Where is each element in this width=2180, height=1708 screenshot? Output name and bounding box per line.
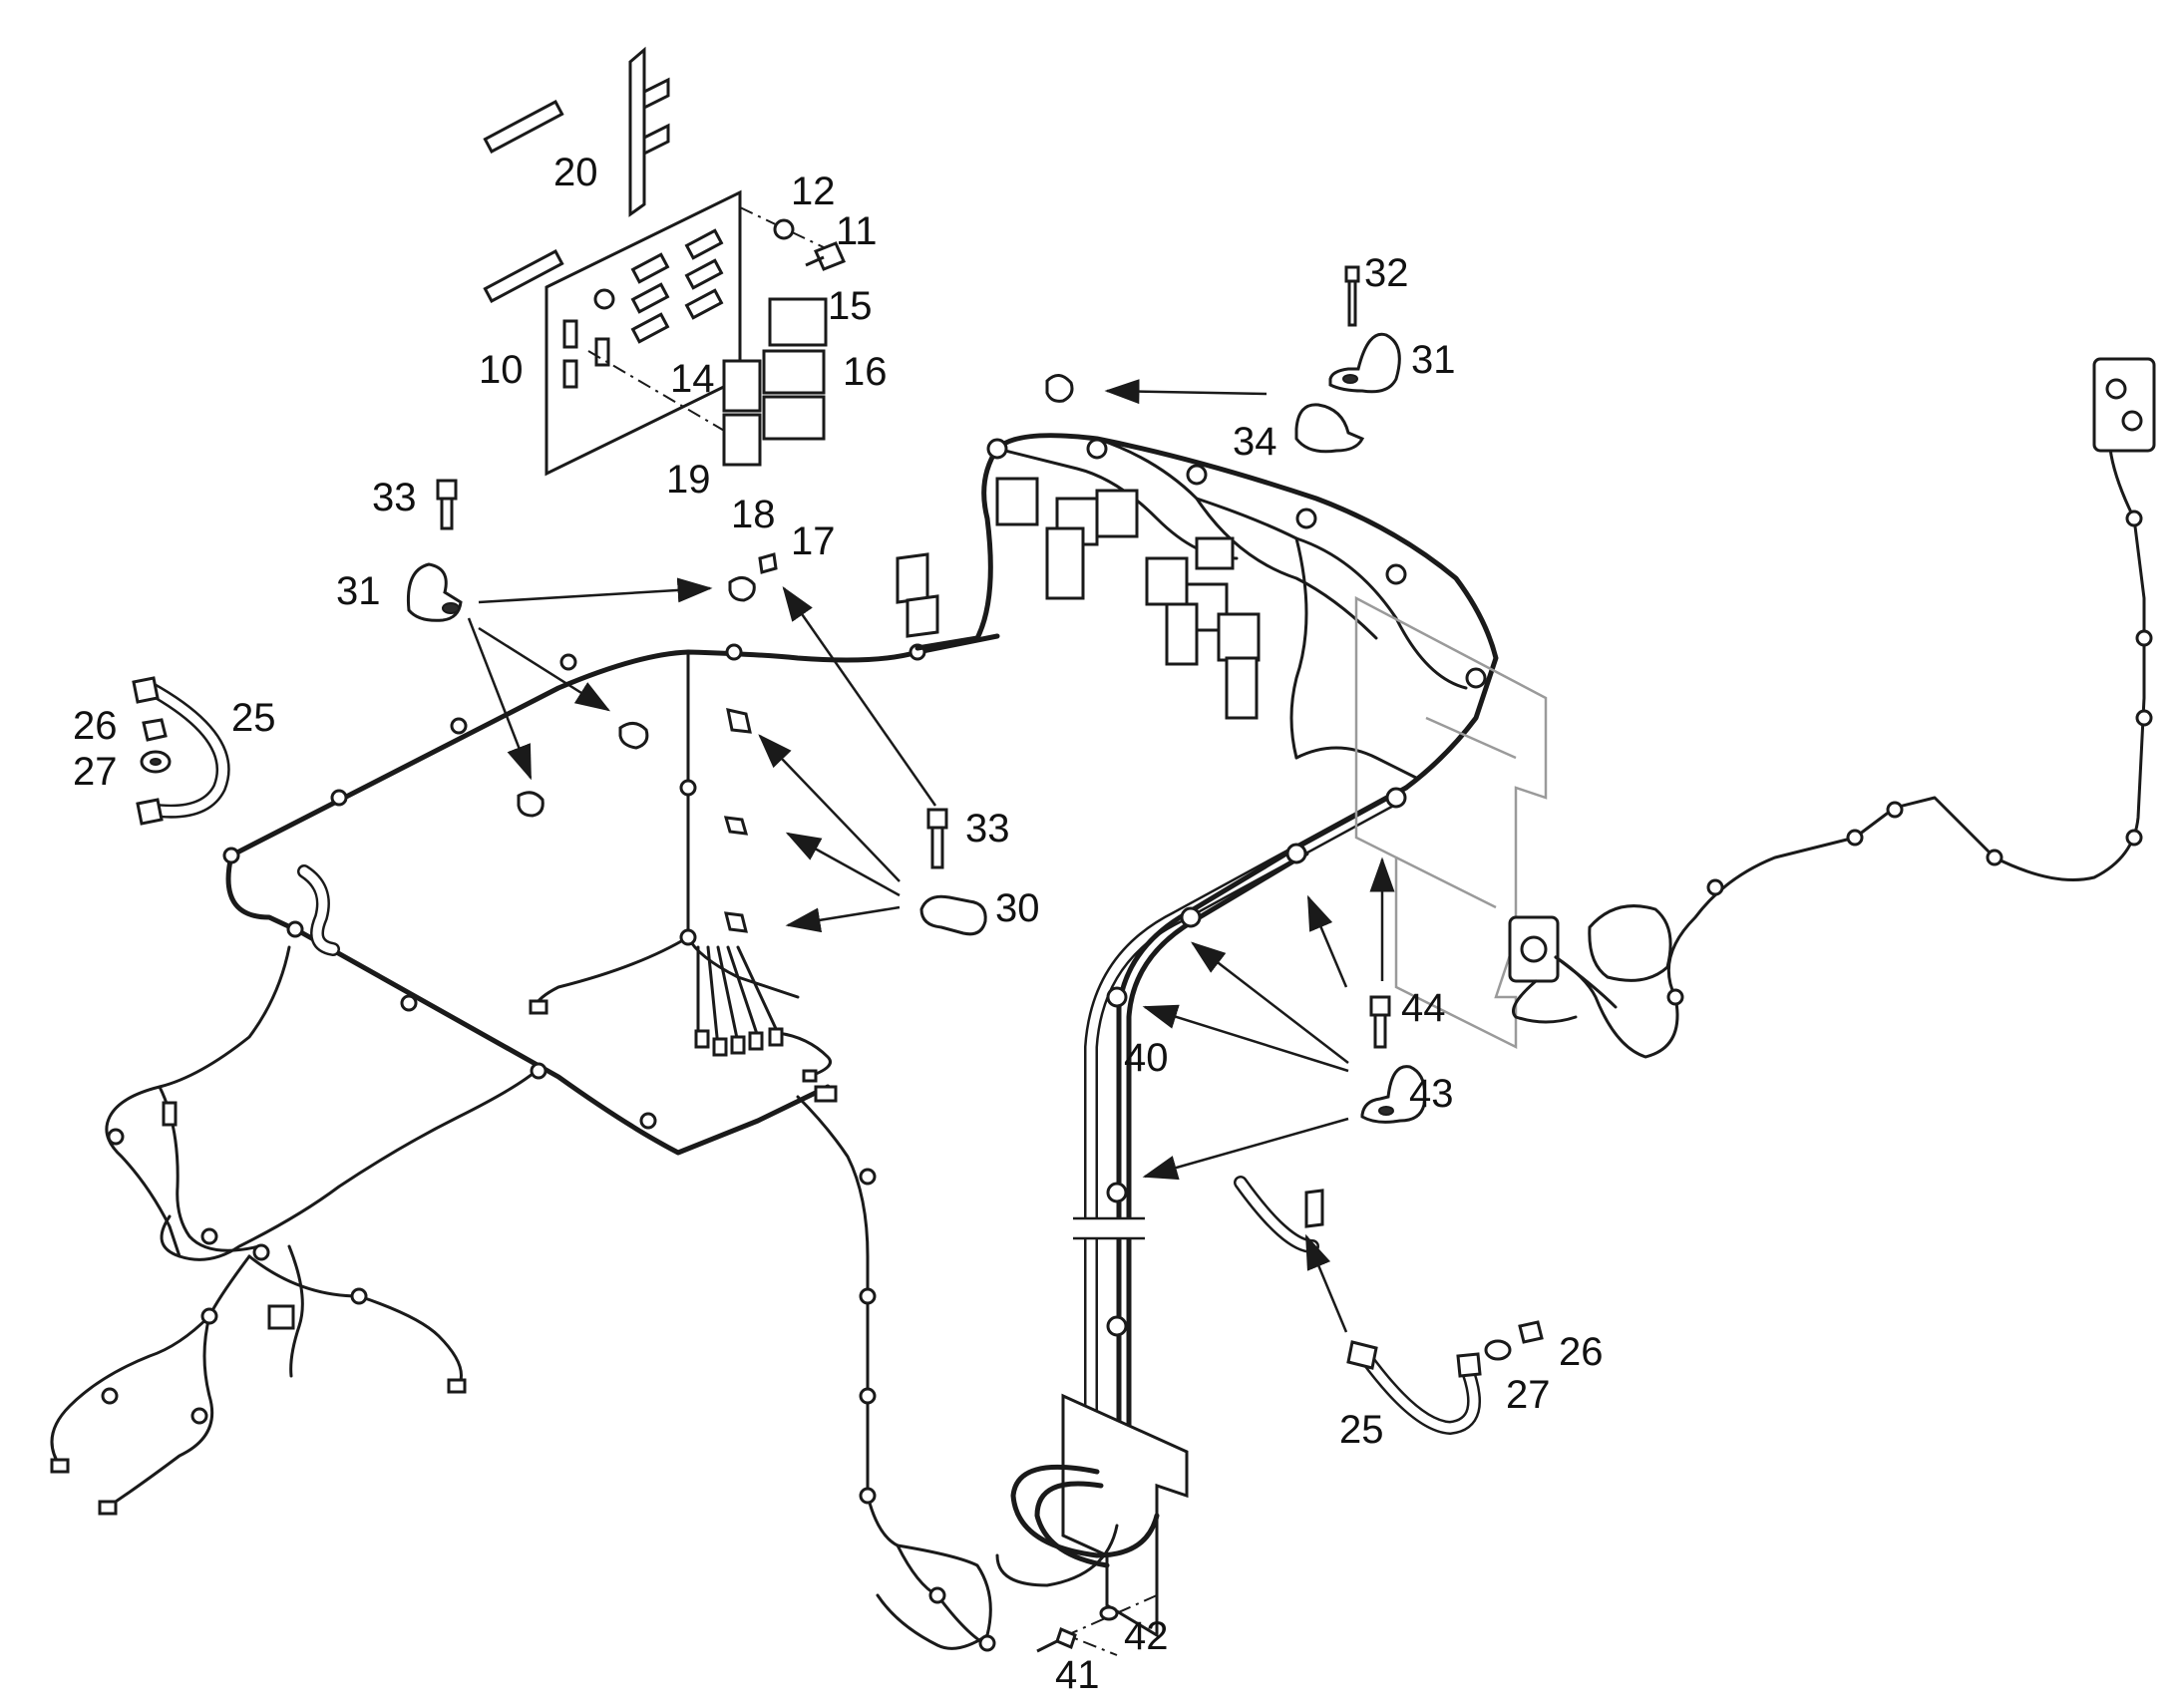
- clamp-43: [1360, 1065, 1427, 1124]
- clamp-30: [919, 894, 987, 936]
- gasket-strip-top: [483, 100, 564, 154]
- screw-33b: [926, 808, 948, 869]
- clip-c3: [724, 911, 748, 933]
- screw-33a: [436, 479, 458, 530]
- callout-c18: 18: [731, 493, 776, 536]
- clip-c4: [618, 722, 649, 750]
- clamp-31-upper: [1328, 332, 1401, 394]
- panel-cutouts: [562, 228, 724, 389]
- clip-small-top: [1045, 374, 1074, 403]
- clip-18: [728, 576, 756, 602]
- cover-16a: [762, 349, 826, 395]
- callout-c12: 12: [791, 170, 836, 213]
- callout-c33a: 33: [372, 476, 417, 519]
- callout-c26a: 26: [73, 704, 118, 748]
- callout-c10: 10: [479, 348, 524, 392]
- remote-box: [2092, 357, 2156, 453]
- clamp-set-left: [406, 479, 778, 622]
- callout-c11: 11: [836, 209, 878, 253]
- callout-c26b: 26: [1559, 1330, 1604, 1374]
- gasket-frame-e: [628, 46, 670, 217]
- clip-17: [758, 552, 778, 574]
- callout-c32: 32: [1364, 251, 1409, 295]
- cover-19: [722, 413, 762, 467]
- cover-15: [768, 297, 828, 347]
- screw-44: [1369, 995, 1391, 1049]
- cover-14: [722, 359, 762, 413]
- callout-c27b: 27: [1506, 1373, 1551, 1417]
- callout-c19: 19: [666, 458, 711, 502]
- electrical-panel-group: [483, 46, 847, 477]
- screw-32: [1344, 265, 1360, 327]
- cover-16b: [762, 395, 826, 441]
- leader-arrows: [467, 379, 1395, 1333]
- clamp-set-right: [1360, 995, 1427, 1124]
- callout-c15: 15: [828, 284, 873, 328]
- callout-c16: 16: [843, 350, 888, 394]
- battery-cable-left: [132, 676, 230, 826]
- callout-c33b: 33: [965, 807, 1010, 851]
- harness-main-40: [896, 433, 1499, 1656]
- screw-41: [1036, 1626, 1077, 1653]
- horn: [1588, 904, 1672, 982]
- harness-left-clips: [101, 643, 996, 1652]
- callout-c31b: 31: [336, 569, 381, 613]
- nut-26-left: [142, 718, 168, 742]
- clamp-34: [1294, 403, 1365, 454]
- callout-c34: 34: [1233, 420, 1277, 464]
- callout-c44: 44: [1401, 986, 1446, 1030]
- callout-c20: 20: [553, 151, 598, 194]
- callout-c30: 30: [995, 886, 1040, 930]
- right-bracket-assembly: [1354, 357, 2156, 1059]
- callout-c31a: 31: [1411, 338, 1456, 382]
- harness-left-connectors: [50, 999, 838, 1516]
- right-wire-clips: [1666, 510, 2153, 1006]
- screw-11: [805, 241, 847, 271]
- callout-c14: 14: [670, 357, 715, 401]
- clip-c5: [517, 791, 545, 818]
- callout-c25a: 25: [231, 696, 276, 740]
- lower-bracket: [1061, 1393, 1189, 1638]
- callout-c27a: 27: [73, 750, 118, 794]
- clip-c2: [723, 816, 749, 836]
- washer-27-right: [1484, 1339, 1512, 1361]
- callout-c17: 17: [791, 519, 836, 563]
- washer-42: [1099, 1605, 1119, 1621]
- clamp-set-middle: [517, 708, 987, 936]
- callout-c42: 42: [1124, 1614, 1169, 1658]
- relay-block-group: [896, 477, 1261, 720]
- battery-cable-right: [1346, 1320, 1544, 1435]
- callout-c41: 41: [1055, 1653, 1100, 1697]
- callout-c40: 40: [1124, 1036, 1169, 1080]
- gasket-strip-lower: [483, 249, 564, 303]
- callout-c25b: 25: [1339, 1408, 1384, 1452]
- cable-small-center: [1234, 1176, 1324, 1253]
- clamp-set-upper-right: [1045, 265, 1401, 454]
- harness-left: [50, 633, 1000, 1652]
- nut-26-right: [1518, 1320, 1544, 1344]
- washer-12: [773, 218, 795, 240]
- callout-c43: 43: [1409, 1072, 1454, 1116]
- clip-c1: [726, 708, 752, 734]
